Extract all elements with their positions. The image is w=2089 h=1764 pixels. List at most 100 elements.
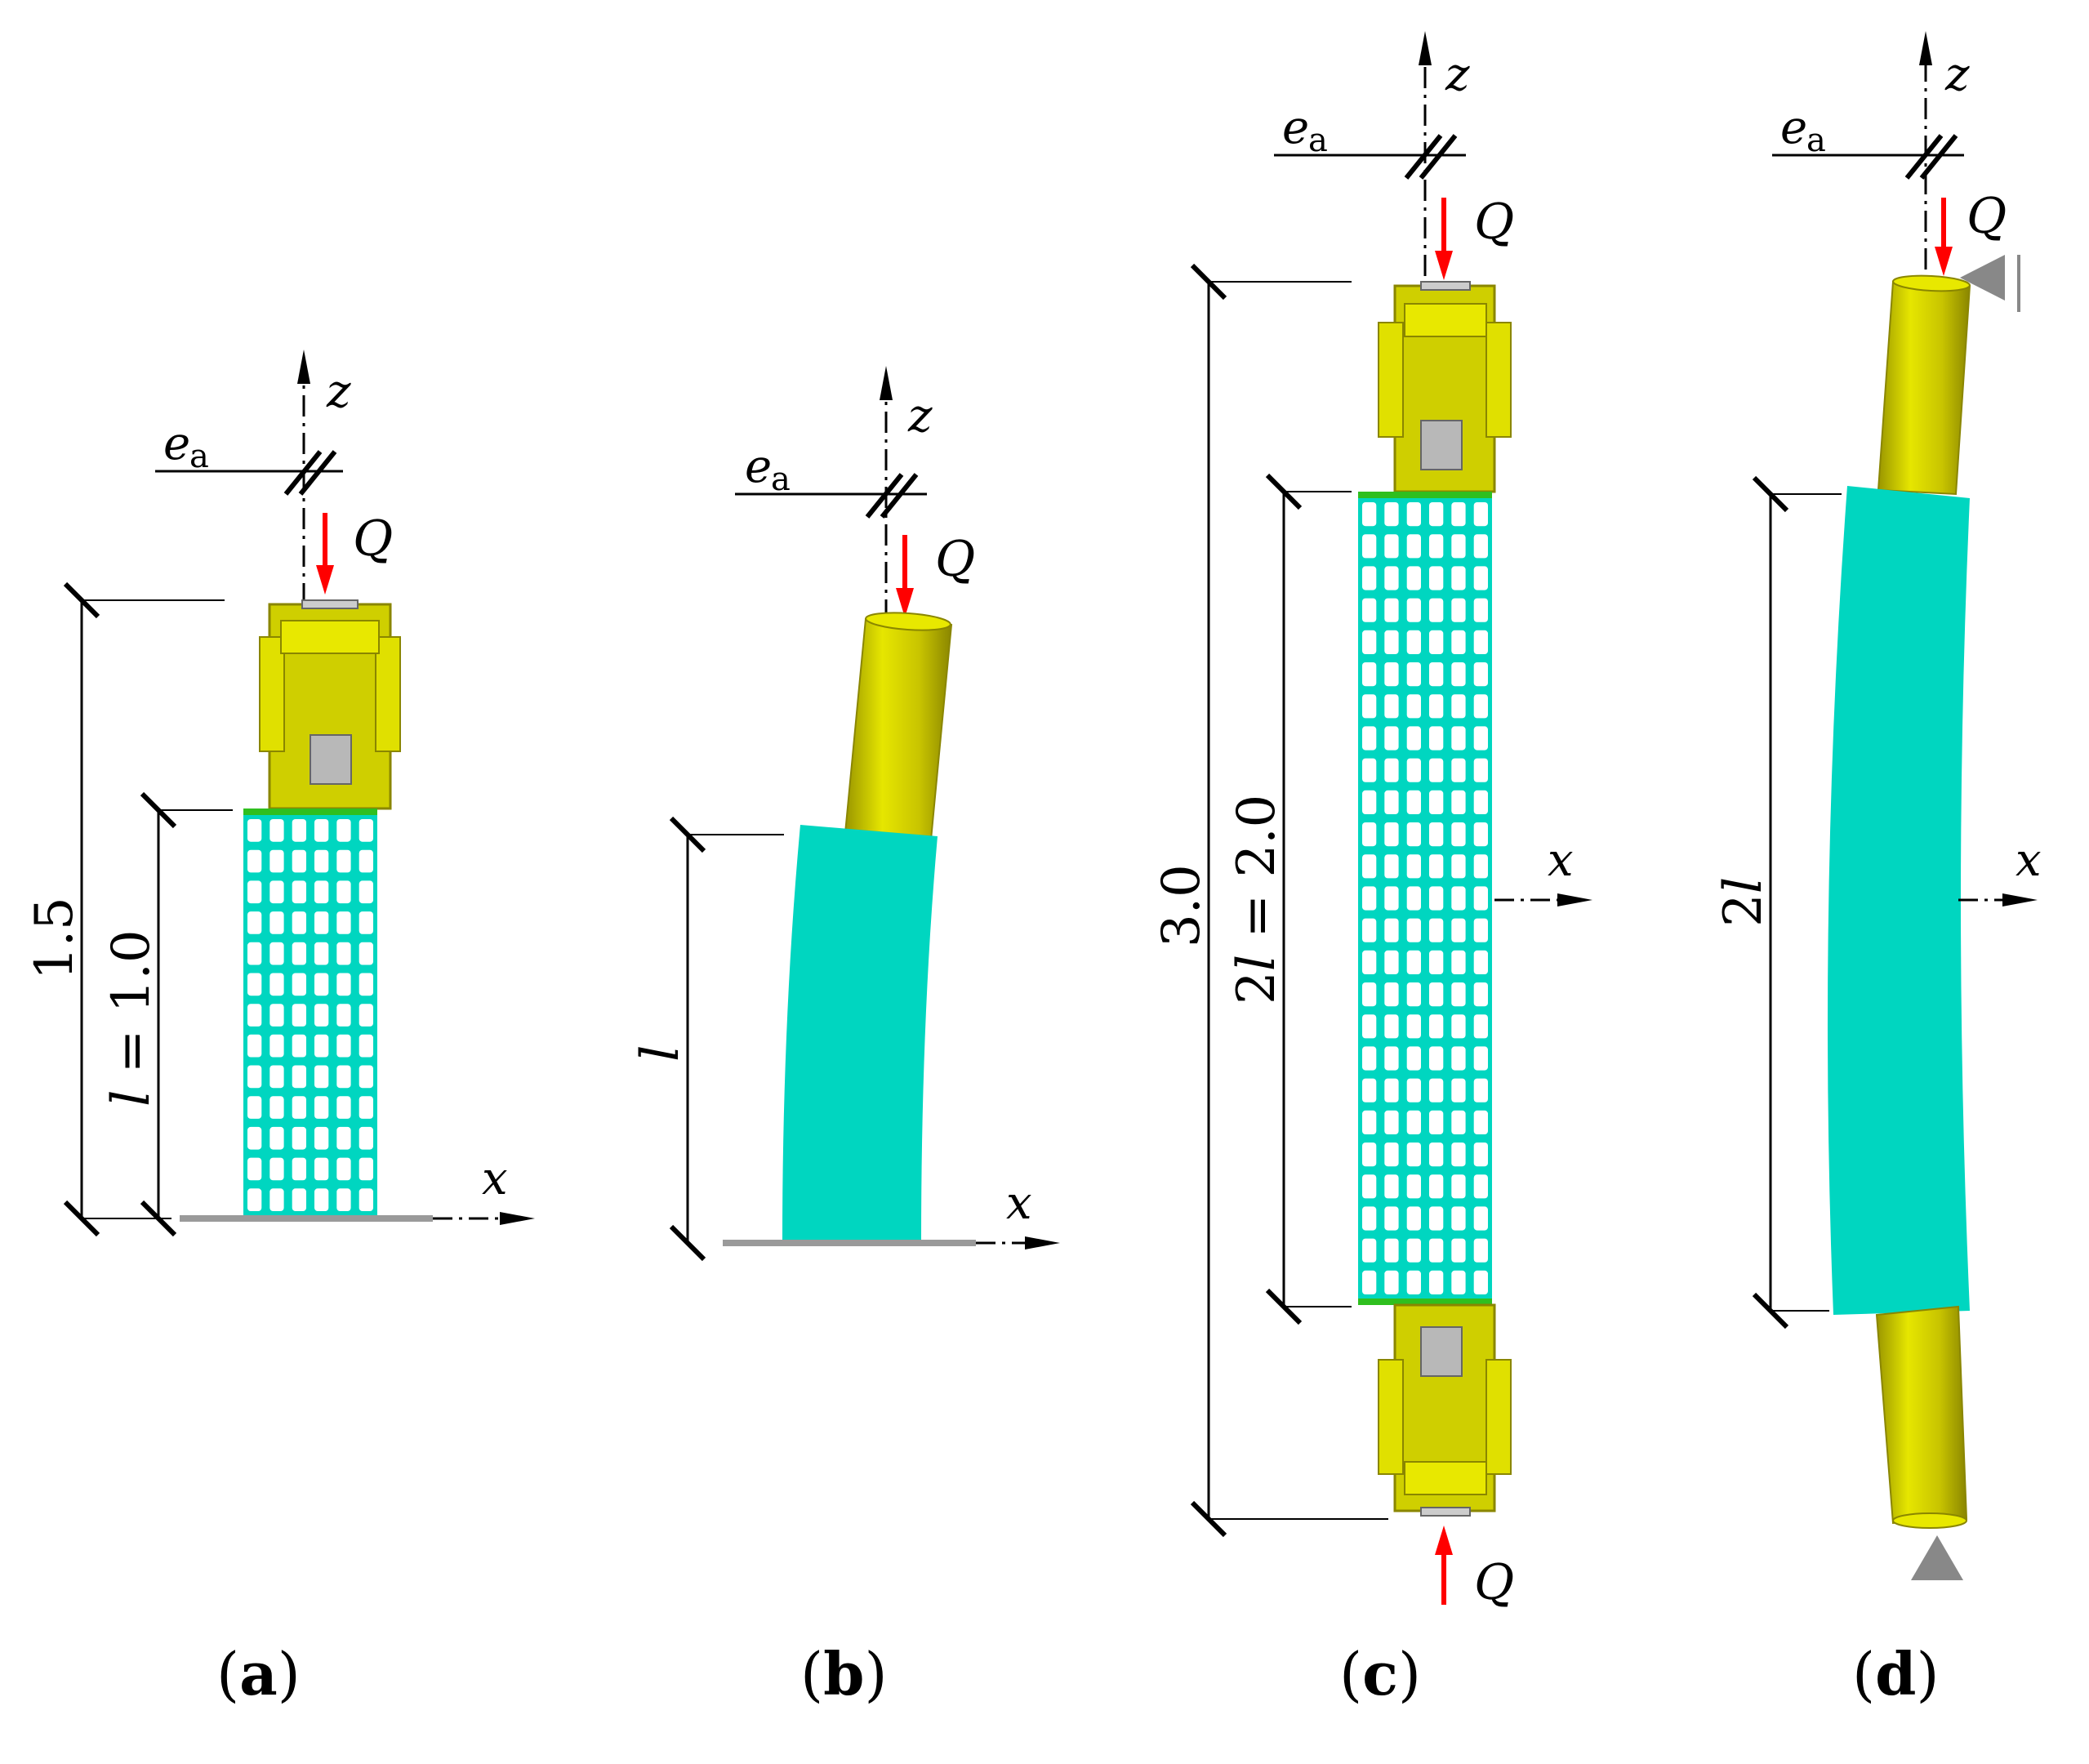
dimension-inner-c: 2l = 2.0 — [1227, 473, 1352, 1325]
mesh-cell — [1429, 886, 1444, 911]
mesh-cell — [1473, 566, 1488, 590]
mesh-cell — [1473, 1110, 1488, 1134]
mesh-cell — [1362, 790, 1377, 814]
mesh-cell — [1406, 886, 1421, 911]
mesh-cell — [269, 1065, 284, 1089]
mesh-cell — [336, 911, 351, 934]
column-c — [1358, 498, 1492, 1298]
mesh-cell — [1362, 1270, 1377, 1294]
base-plate-a — [180, 1215, 433, 1222]
mesh-cell — [1406, 790, 1421, 814]
mesh-cell — [1473, 790, 1488, 814]
mesh-cell — [292, 1065, 306, 1089]
svg-text:l = 1.0: l = 1.0 — [101, 929, 162, 1107]
column-b — [782, 825, 938, 1241]
mesh-cell — [1384, 1270, 1399, 1294]
panel-d: z e a Q — [1713, 31, 2042, 1708]
ecc-label-e: e — [1282, 101, 1309, 154]
mesh-cell — [1406, 822, 1421, 847]
mesh-cell — [359, 942, 373, 965]
mesh-cell — [1451, 886, 1466, 911]
load-label: Q — [353, 510, 393, 568]
caption-a: (a) — [216, 1639, 301, 1708]
mesh-cell — [1429, 630, 1444, 654]
mesh-cell — [336, 880, 351, 904]
dimension-outer-c: 3.0 — [1151, 263, 1388, 1538]
mesh-cell — [269, 1034, 284, 1058]
mesh-cell — [1384, 1174, 1399, 1199]
mesh-cell — [1473, 1046, 1488, 1071]
mesh-cell — [247, 849, 262, 873]
mesh-cell — [1384, 950, 1399, 974]
mesh-cell — [1473, 1014, 1488, 1039]
mesh-cell — [1384, 1046, 1399, 1071]
mesh-cell — [1362, 662, 1377, 687]
base-plate-b — [723, 1240, 976, 1246]
mesh-cell — [1406, 1078, 1421, 1102]
mesh-cell — [1362, 1014, 1377, 1039]
pin-support-bottom-d — [1911, 1535, 1963, 1580]
mesh-cell — [1406, 630, 1421, 654]
mesh-cell — [247, 1188, 262, 1211]
dim-outer-label-c: 3.0 — [1151, 864, 1212, 947]
mesh-cell — [1473, 662, 1488, 687]
mesh-cell — [1451, 726, 1466, 751]
mesh-cell — [1473, 1143, 1488, 1167]
mesh-cell — [336, 942, 351, 965]
dimension-inner-d: 2l — [1713, 475, 1842, 1330]
mesh-cell — [1451, 1238, 1466, 1263]
mesh-cell — [1473, 918, 1488, 942]
caption-d: (d) — [1852, 1639, 1940, 1708]
mesh-cell — [336, 1065, 351, 1089]
x-axis-label: x — [2016, 834, 2042, 887]
mesh-cell — [247, 1034, 262, 1058]
mesh-cell — [336, 1004, 351, 1027]
mesh-cell — [1451, 630, 1466, 654]
fixture-a — [243, 599, 401, 815]
dim-inner-rest-a: = 1.0 — [101, 929, 162, 1089]
mesh-cell — [1451, 982, 1466, 1007]
mesh-cell — [1362, 566, 1377, 590]
load-label: Q — [935, 531, 975, 588]
eccentricity-a: e a — [155, 417, 343, 496]
mesh-cell — [1429, 726, 1444, 751]
mesh-cell — [359, 911, 373, 934]
x-axis-b: x — [976, 1177, 1060, 1250]
mesh-cell — [1362, 822, 1377, 847]
z-axis-label: z — [1445, 48, 1470, 101]
x-axis-d: x — [1958, 834, 2042, 906]
mesh-cell — [269, 1004, 284, 1027]
mesh-cell — [1406, 726, 1421, 751]
mesh-cell — [1384, 598, 1399, 622]
mesh-cell — [1384, 854, 1399, 879]
mesh-cell — [1473, 822, 1488, 847]
mesh-cell — [1429, 1110, 1444, 1134]
mesh-cell — [1406, 1046, 1421, 1071]
mesh-cell — [1362, 982, 1377, 1007]
mesh-cell — [1406, 1270, 1421, 1294]
mesh-cell — [1429, 822, 1444, 847]
mesh-cell — [1406, 598, 1421, 622]
mesh-cell — [1451, 950, 1466, 974]
eccentricity-d: e a — [1772, 101, 1964, 180]
mesh-cell — [1362, 726, 1377, 751]
fixture-b — [844, 612, 953, 841]
fixture-top-c — [1358, 281, 1512, 498]
mesh-cell — [1473, 982, 1488, 1007]
mesh-cell — [359, 973, 373, 996]
mesh-cell — [1362, 886, 1377, 911]
mesh-cell — [359, 1065, 373, 1089]
mesh-cell — [359, 849, 373, 873]
mesh-cell — [247, 911, 262, 934]
mesh-cell — [314, 1188, 329, 1211]
mesh-cell — [1429, 1046, 1444, 1071]
fixture-bottom-c — [1358, 1298, 1512, 1517]
mesh-cell — [314, 911, 329, 934]
z-axis-label: z — [907, 390, 933, 443]
mesh-cell — [359, 1188, 373, 1211]
mesh-cell — [1406, 1110, 1421, 1134]
x-axis-a: x — [433, 1152, 535, 1225]
mesh-cell — [292, 1004, 306, 1027]
mesh-cell — [1473, 726, 1488, 751]
